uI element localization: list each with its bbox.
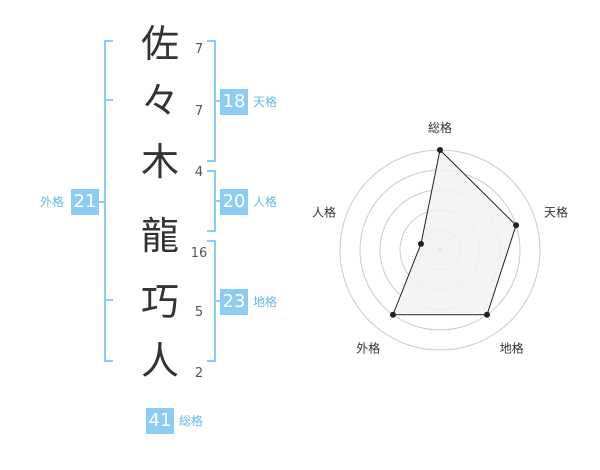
name-char-3: 木 (140, 140, 179, 184)
name-char-1: 佐 (140, 22, 179, 66)
radar-label-5: 人格 (312, 204, 336, 219)
soukaku-label: 総格 (179, 414, 204, 428)
chikaku-label: 地格 (253, 295, 278, 309)
chikaku-connector (214, 300, 220, 302)
gaikaku-tick-1 (104, 99, 113, 101)
gaikaku-label: 外格 (40, 195, 65, 209)
stroke-count-4: 16 (190, 246, 208, 261)
radar-label-1: 総格 (428, 120, 452, 135)
jinkaku-connector (214, 200, 220, 202)
radar-point-5 (417, 240, 424, 247)
radar-point-4 (389, 311, 396, 318)
gaikaku-value: 21 (71, 189, 99, 215)
radar-points (389, 147, 520, 318)
tenkaku-connector (214, 100, 220, 102)
name-char-5: 巧 (140, 280, 179, 324)
gaikaku-tick-2 (104, 299, 113, 301)
radar-label-4: 外格 (356, 341, 380, 356)
radar-point-1 (437, 147, 443, 153)
tenkaku-value: 18 (220, 89, 248, 115)
jinkaku-value: 20 (220, 189, 248, 215)
name-char-2: 々 (140, 79, 179, 123)
radar-point-2 (513, 222, 520, 229)
stroke-count-3: 4 (194, 165, 204, 180)
chikaku-value: 23 (220, 289, 248, 315)
tenkaku-label: 天格 (253, 95, 278, 109)
stroke-count-6: 2 (194, 366, 204, 381)
radar-point-3 (484, 311, 491, 318)
soukaku-value: 41 (146, 408, 174, 434)
gaikaku-connector (98, 201, 106, 203)
radar-area (392, 148, 517, 316)
name-char-4: 龍 (140, 214, 179, 258)
stroke-count-2: 7 (194, 104, 204, 119)
name-char-6: 人 (140, 339, 179, 383)
stroke-count-5: 5 (194, 305, 204, 320)
radar-label-3: 地格 (500, 341, 524, 356)
jinkaku-label: 人格 (253, 195, 278, 209)
radar-label-2: 天格 (544, 204, 568, 219)
stroke-count-1: 7 (194, 42, 204, 57)
